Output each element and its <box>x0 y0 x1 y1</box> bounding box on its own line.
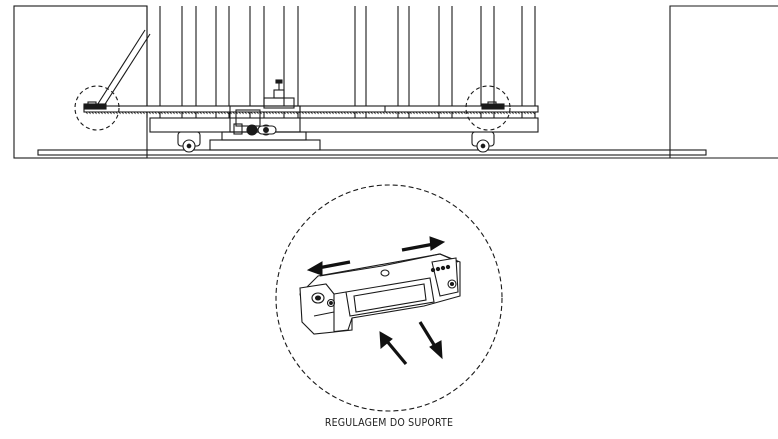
arrow-down-right <box>418 321 443 360</box>
detail-circle-left <box>74 85 120 131</box>
rack-support-right <box>481 103 505 110</box>
rack-support-left <box>83 103 107 110</box>
gate-bottom-rail <box>149 117 539 133</box>
gate-bars-left <box>146 6 299 118</box>
detail-circle <box>275 184 503 412</box>
gate-brace-2 <box>99 33 151 113</box>
gate-motor <box>209 79 321 151</box>
diagram-caption: REGULAGEM DO SUPORTE <box>324 417 454 429</box>
adjust-arrows <box>306 236 446 366</box>
bracket-detail <box>275 184 503 412</box>
rack-support-bracket <box>299 253 461 335</box>
floor-rail <box>37 149 707 156</box>
gate-elevation <box>13 5 778 159</box>
wheel-left <box>177 131 201 153</box>
wheel-right <box>471 131 495 153</box>
detail-circle-right <box>465 85 511 131</box>
right-post <box>669 5 778 158</box>
arrow-right <box>401 236 446 252</box>
arrow-up-left <box>379 331 408 366</box>
gear-rack-teeth <box>85 111 535 115</box>
gate-brace <box>93 29 146 111</box>
left-wall <box>13 5 148 159</box>
gate-bars-right <box>354 6 536 118</box>
gear-rack <box>83 105 539 113</box>
arrow-left <box>306 260 351 276</box>
